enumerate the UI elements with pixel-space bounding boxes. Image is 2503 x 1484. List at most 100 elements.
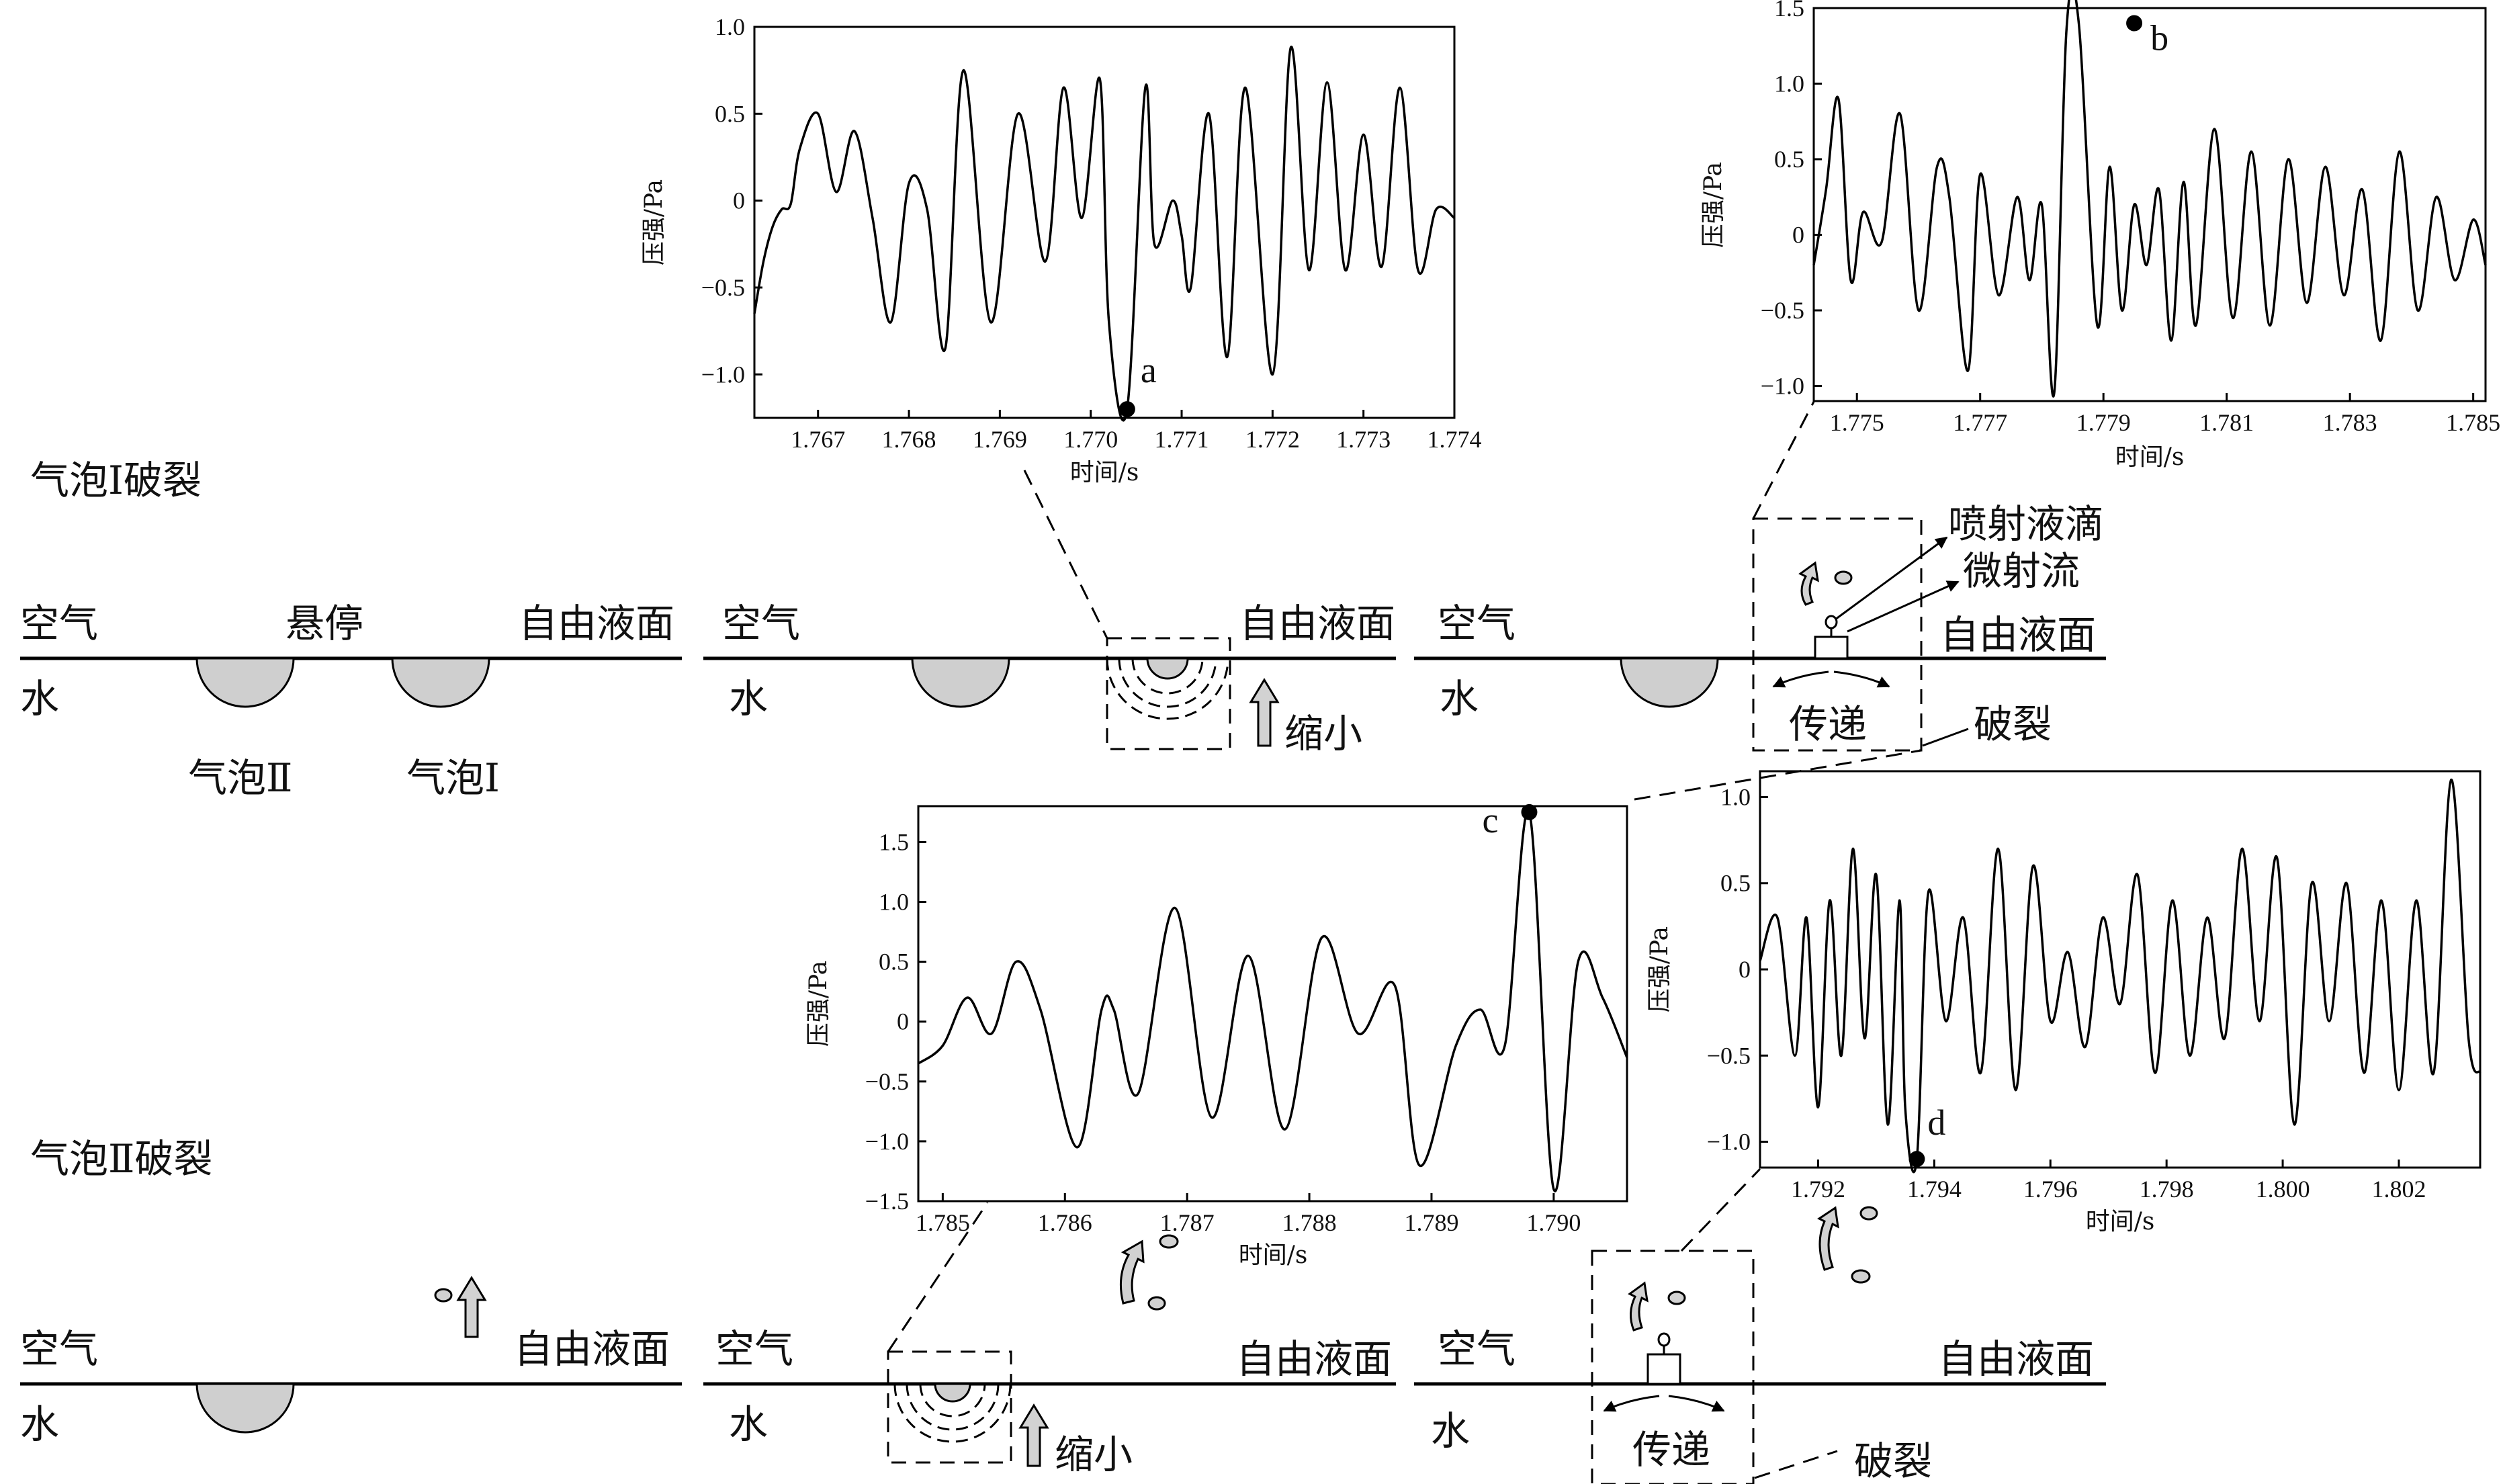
zoom-connector	[1752, 401, 1815, 519]
shrinking-bubble	[1146, 657, 1189, 680]
row1-panel3: 空气 自由液面 水 传递 喷射液滴 微射流 破裂	[1414, 401, 2106, 801]
droplet	[1834, 570, 1853, 585]
chart-b-point-b	[2126, 15, 2143, 32]
bubble-2	[195, 657, 295, 708]
y-tick-label: −1.0	[1707, 1129, 1751, 1155]
y-tick-label: −1.0	[1761, 373, 1804, 400]
curved-arrow-icon	[1119, 1239, 1145, 1305]
y-tick-label: 0	[1792, 222, 1804, 249]
chart-b-xlabel: 时间/s	[2115, 443, 2185, 471]
jet-drops-label: 喷射液滴	[1948, 501, 2104, 547]
chart-d-point-d	[1908, 1151, 1925, 1168]
up-arrow-icon	[1018, 1403, 1049, 1467]
zoom-box	[1591, 1250, 1755, 1484]
air-label: 空气	[20, 1326, 98, 1372]
x-tick-label: 1.781	[2199, 409, 2254, 436]
jet-droplet	[1657, 1332, 1671, 1347]
row2-panel1: 空气 自由液面 水	[20, 1276, 682, 1447]
chart-a-series-line	[753, 46, 1456, 422]
air-label: 空气	[1438, 1326, 1516, 1372]
free-surface-label: 自由液面	[519, 601, 674, 646]
y-tick-label: −1.0	[865, 1128, 909, 1155]
x-tick-label: 1.790	[1526, 1209, 1581, 1236]
curved-arrow-icon	[1798, 561, 1819, 606]
bubble-1	[391, 657, 490, 708]
up-arrow-icon	[456, 1276, 487, 1338]
x-tick-label: 1.785	[2446, 409, 2500, 436]
hover-label: 悬停	[286, 601, 363, 646]
rupture-cavity	[1646, 1353, 1681, 1385]
y-tick-label: 0	[733, 187, 745, 214]
y-tick-label: −0.5	[1761, 297, 1804, 324]
air-label: 空气	[1438, 601, 1516, 646]
row2-panel2: 空气 自由液面 水 缩小	[703, 1202, 1396, 1477]
zoom-box	[887, 1350, 1012, 1464]
free-surface-label: 自由液面	[1239, 601, 1395, 646]
droplet	[1159, 1234, 1179, 1249]
bubble-2	[1620, 657, 1719, 708]
rupture-label: 破裂	[1974, 701, 2052, 747]
chart-a-ylabel: 压强/Pa	[640, 179, 668, 265]
transfer-arrows	[1772, 670, 1829, 688]
x-tick-label: 1.800	[2256, 1176, 2310, 1203]
row2-panel3: 空气 自由液面 水 传递 破裂	[1414, 1168, 2106, 1484]
bubble-2	[195, 1383, 295, 1434]
x-tick-label: 1.794	[1907, 1176, 1962, 1203]
chart-d-series-line	[1759, 779, 2482, 1174]
curved-arrow-icon	[1817, 1206, 1839, 1271]
droplet	[1147, 1296, 1166, 1311]
free-surface-label: 自由液面	[514, 1326, 670, 1372]
y-tick-label: 0	[897, 1008, 909, 1035]
y-tick-label: 1.0	[1720, 783, 1751, 810]
transfer-label: 传递	[1632, 1427, 1710, 1473]
droplet	[434, 1288, 453, 1303]
chart-b-frame	[1812, 7, 2487, 402]
chart-c-xlabel: 时间/s	[1239, 1241, 1308, 1269]
chart-d-point-label: d	[1927, 1102, 1945, 1143]
rupture-pointer	[1754, 1450, 1838, 1479]
row1-panel1: 空气 悬停 自由液面 水 气泡Ⅱ 气泡Ⅰ	[20, 601, 682, 801]
chart-b-series-line	[1812, 0, 2487, 398]
x-tick-label: 1.767	[791, 426, 845, 453]
x-tick-label: 1.792	[1791, 1176, 1845, 1203]
y-tick-label: 1.5	[1774, 0, 1804, 21]
jet-droplet	[1825, 615, 1838, 629]
x-tick-label: 1.796	[2023, 1176, 2078, 1203]
droplet	[1859, 1206, 1878, 1221]
y-tick-label: 1.0	[715, 13, 745, 40]
chart-a-xlabel: 时间/s	[1070, 459, 1139, 486]
rupture-pointer	[1922, 728, 1969, 747]
row1-title: 气泡Ⅰ破裂	[30, 457, 202, 503]
y-tick-label: −0.5	[701, 274, 745, 301]
x-tick-label: 1.777	[1953, 409, 2007, 436]
chart-c-point-label: c	[1482, 800, 1498, 840]
transfer-label: 传递	[1789, 701, 1867, 747]
chart-d-ylabel: 压强/Pa	[1646, 926, 1673, 1012]
row2-title: 气泡Ⅱ破裂	[30, 1136, 212, 1182]
bubble-2-label: 气泡Ⅱ	[188, 755, 292, 801]
pressure-wave	[1118, 658, 1217, 708]
free-surface-label: 自由液面	[1938, 1336, 2094, 1382]
micro-jet-label: 微射流	[1963, 548, 2080, 594]
water-label: 水	[729, 1401, 768, 1447]
water-label: 水	[729, 676, 768, 722]
x-tick-label: 1.787	[1160, 1209, 1215, 1236]
chart-b-point-label: b	[2150, 18, 2168, 58]
x-tick-label: 1.783	[2323, 409, 2377, 436]
droplet	[1667, 1291, 1686, 1305]
x-tick-label: 1.774	[1428, 426, 1482, 453]
air-label: 空气	[715, 1326, 793, 1372]
y-tick-label: 1.0	[1774, 71, 1804, 97]
y-tick-label: 0.5	[715, 100, 745, 127]
x-tick-label: 1.798	[2140, 1176, 2194, 1203]
row1-panel2: 空气 自由液面 水 缩小	[703, 470, 1396, 756]
zoom-box	[1752, 517, 1923, 752]
y-tick-label: 0.5	[879, 949, 909, 975]
pressure-wave	[1106, 658, 1229, 720]
shrink-label: 缩小	[1055, 1432, 1133, 1477]
y-tick-label: −1.0	[701, 361, 745, 388]
x-tick-label: 1.802	[2371, 1176, 2426, 1203]
x-tick-label: 1.779	[2076, 409, 2131, 436]
